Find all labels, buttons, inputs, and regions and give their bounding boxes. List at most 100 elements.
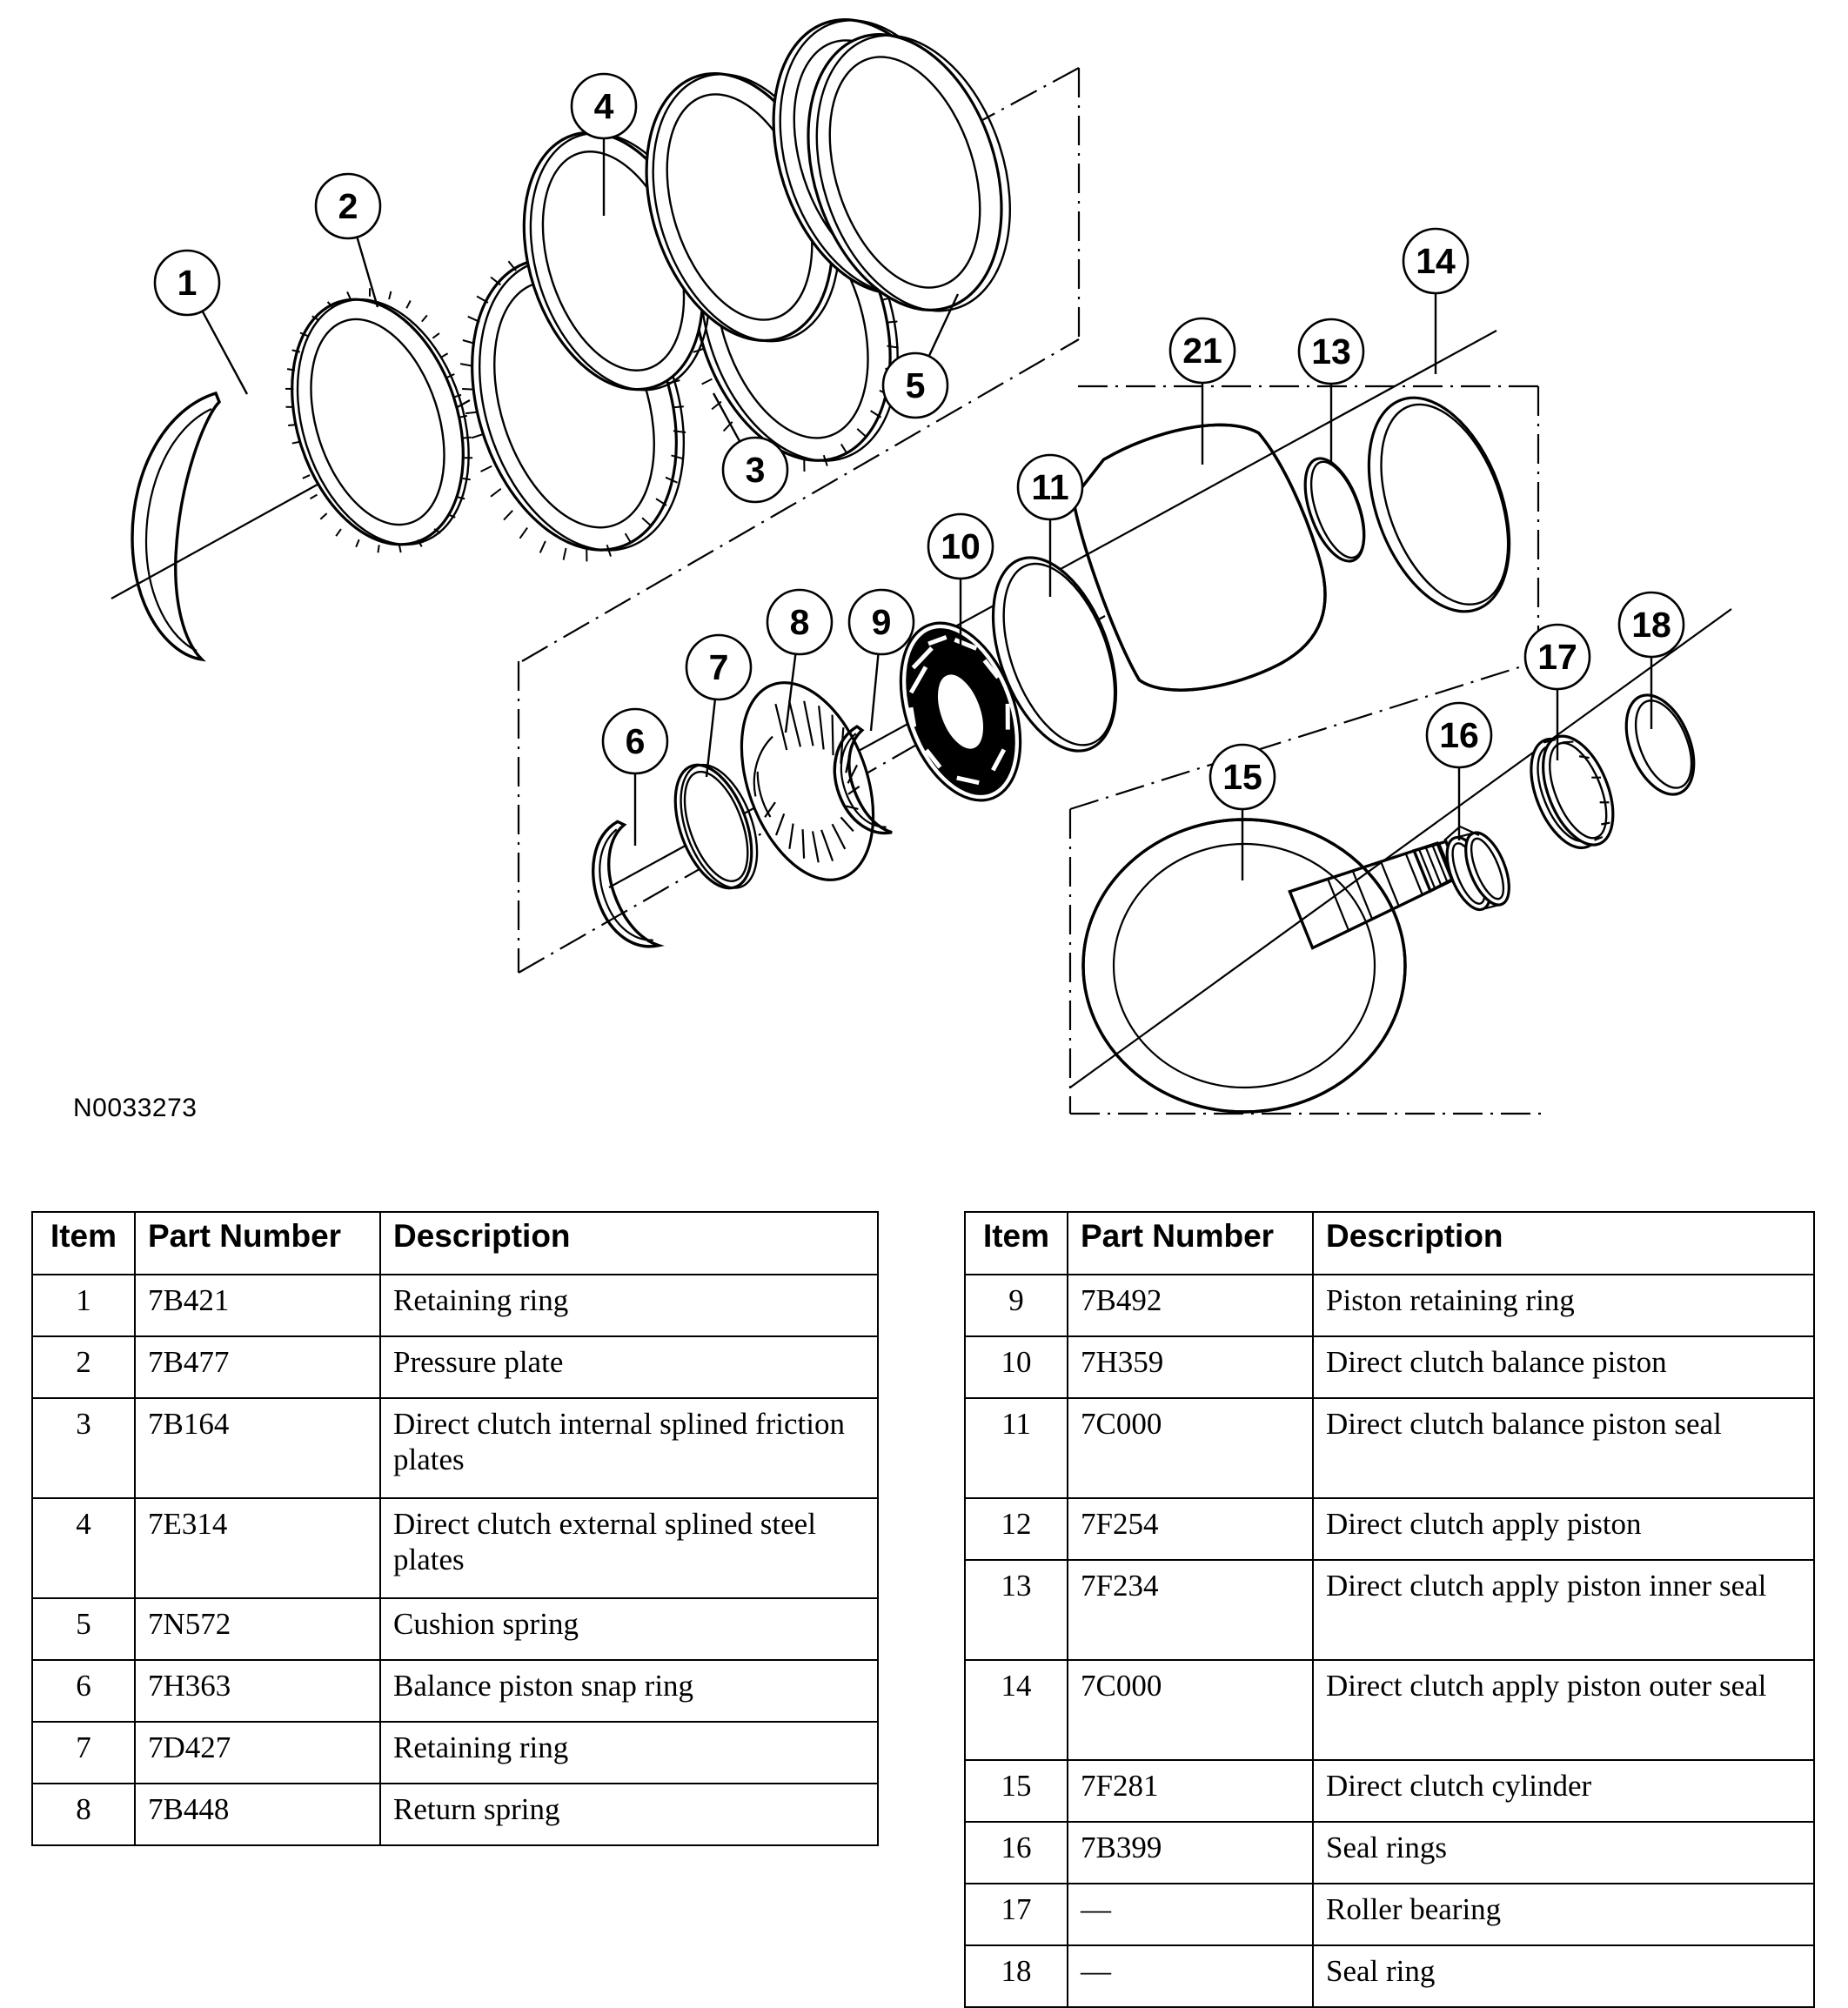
callout-6: 6 bbox=[601, 707, 669, 775]
callout-number: 13 bbox=[1311, 331, 1351, 371]
exploded-view-figure: .ln { fill:none; stroke:#000; stroke-wid… bbox=[73, 18, 1732, 1122]
cell-part-number: — bbox=[1067, 1883, 1314, 1946]
cell-description: Direct clutch apply piston inner seal bbox=[1312, 1559, 1815, 1661]
part-21-apply-piston-assembly bbox=[1071, 423, 1327, 692]
part-15-direct-clutch-cylinder bbox=[1081, 818, 1462, 1114]
callout-circle bbox=[570, 72, 638, 140]
cell-item-number: 14 bbox=[964, 1659, 1068, 1761]
callout-14: 14 bbox=[1402, 227, 1470, 295]
callout-number: 6 bbox=[626, 721, 646, 761]
callout-18: 18 bbox=[1617, 591, 1685, 659]
callout-17: 17 bbox=[1523, 623, 1591, 691]
cell-item-number: 15 bbox=[964, 1759, 1068, 1823]
callout-number: 4 bbox=[594, 86, 614, 126]
callout-circle bbox=[1016, 453, 1084, 521]
group-boundary-right bbox=[1068, 385, 1549, 1115]
callout-number: 8 bbox=[790, 602, 810, 642]
cell-item-number: 4 bbox=[31, 1497, 136, 1599]
callout-leader-line bbox=[705, 699, 717, 778]
cell-description: Direct clutch external splined steel pla… bbox=[379, 1497, 879, 1599]
callout-number: 21 bbox=[1182, 331, 1222, 371]
part-14-apply-piston-outer-seal bbox=[1367, 396, 1511, 613]
callout-9: 9 bbox=[847, 588, 915, 656]
cell-description: Pressure plate bbox=[379, 1335, 879, 1399]
callout-10: 10 bbox=[927, 512, 994, 580]
part-13-apply-piston-inner-seal bbox=[1303, 457, 1366, 563]
callout-5: 5 bbox=[881, 351, 949, 419]
cell-item-number: 12 bbox=[964, 1497, 1068, 1561]
column-header-description: Description bbox=[1312, 1211, 1815, 1275]
callout-number: 10 bbox=[941, 526, 981, 566]
callout-circle bbox=[1425, 701, 1493, 769]
cell-item-number: 11 bbox=[964, 1397, 1068, 1499]
callout-circle bbox=[721, 436, 789, 504]
cell-part-number: 7N572 bbox=[134, 1597, 381, 1661]
part-16-seal-rings bbox=[1443, 825, 1510, 912]
callout-15: 15 bbox=[1209, 743, 1276, 811]
callout-circle bbox=[881, 351, 949, 419]
callout-leader-line bbox=[869, 653, 880, 732]
callout-2: 2 bbox=[314, 172, 382, 240]
callout-number: 9 bbox=[872, 602, 892, 642]
callout-13: 13 bbox=[1297, 318, 1365, 385]
callout-circle bbox=[847, 588, 915, 656]
callout-circle bbox=[1297, 318, 1365, 385]
column-header-item: Item bbox=[964, 1211, 1068, 1275]
table-header-row: Item Part Number Description bbox=[964, 1211, 1815, 1275]
cell-part-number: 7B477 bbox=[134, 1335, 381, 1399]
cell-description: Piston retaining ring bbox=[1312, 1274, 1815, 1337]
column-header-description: Description bbox=[379, 1211, 879, 1275]
cell-item-number: 13 bbox=[964, 1559, 1068, 1661]
callout-8: 8 bbox=[766, 588, 834, 656]
callout-leader-line bbox=[201, 310, 249, 395]
callout-leader-line bbox=[927, 293, 960, 357]
table-row: 18—Seal ring bbox=[964, 1944, 1815, 2008]
exploded-view-drawing: .ln { fill:none; stroke:#000; stroke-wid… bbox=[110, 18, 1732, 1115]
cell-part-number: 7H363 bbox=[134, 1659, 381, 1723]
callout-circle bbox=[314, 172, 382, 240]
cell-part-number: 7B399 bbox=[1067, 1821, 1314, 1884]
cell-item-number: 6 bbox=[31, 1659, 136, 1723]
cell-description: Seal ring bbox=[1312, 1944, 1815, 2008]
callout-circle bbox=[1617, 591, 1685, 659]
callout-circle bbox=[1523, 623, 1591, 691]
callout-circle bbox=[1168, 317, 1236, 385]
callout-circle bbox=[601, 707, 669, 775]
callout-number: 16 bbox=[1439, 715, 1479, 755]
callout-number: 1 bbox=[177, 263, 198, 303]
callout-circle bbox=[766, 588, 834, 656]
cell-item-number: 5 bbox=[31, 1597, 136, 1661]
table-header-row: Item Part Number Description bbox=[31, 1211, 879, 1275]
cell-item-number: 2 bbox=[31, 1335, 136, 1399]
callout-circle bbox=[1209, 743, 1276, 811]
callout-leader-line bbox=[784, 653, 797, 733]
callout-leader-lines bbox=[201, 138, 1653, 880]
cell-description: Direct clutch internal splined friction … bbox=[379, 1397, 879, 1499]
part-6-balance-piston-snap-ring bbox=[592, 820, 665, 948]
cell-description: Direct clutch apply piston bbox=[1312, 1497, 1815, 1561]
table-row: 17—Roller bearing bbox=[964, 1883, 1815, 1946]
callout-circle bbox=[927, 512, 994, 580]
cell-part-number: 7H359 bbox=[1067, 1335, 1314, 1399]
cell-item-number: 3 bbox=[31, 1397, 136, 1499]
cell-part-number: 7B448 bbox=[134, 1783, 381, 1846]
cell-part-number: 7B164 bbox=[134, 1397, 381, 1499]
cell-description: Retaining ring bbox=[379, 1274, 879, 1337]
cell-part-number: — bbox=[1067, 1944, 1314, 2008]
callout-number: 18 bbox=[1631, 605, 1671, 645]
cell-description: Direct clutch balance piston bbox=[1312, 1335, 1815, 1399]
cell-item-number: 8 bbox=[31, 1783, 136, 1846]
callout-leader-line bbox=[712, 392, 741, 443]
part-5-cushion-spring bbox=[807, 33, 1011, 312]
cell-item-number: 7 bbox=[31, 1721, 136, 1784]
